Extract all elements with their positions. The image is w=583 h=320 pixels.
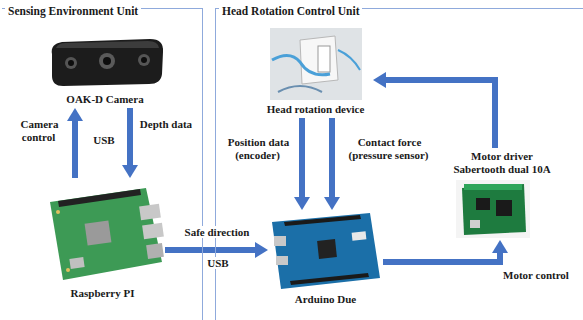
- arrow-head: [122, 165, 138, 178]
- camera-picture-part: [56, 41, 159, 48]
- data-arrow: [294, 118, 310, 210]
- data-arrow: [324, 118, 340, 210]
- arduino-due-picture-part: [317, 239, 337, 259]
- raspberry-pi-picture-part: [142, 223, 164, 240]
- node-label: Head rotation device: [267, 103, 365, 116]
- edge-label: Motor control: [502, 269, 570, 281]
- raspberry-pi-picture-part: [66, 268, 70, 272]
- arrow-head: [492, 240, 508, 253]
- data-arrow: [122, 108, 138, 178]
- arduino-due-picture: [272, 213, 380, 289]
- data-arrow-line: [165, 247, 256, 253]
- raspberry-pi-picture-part: [56, 210, 60, 214]
- arduino-due-picture-part: [290, 273, 369, 285]
- camera-picture-part: [141, 57, 147, 63]
- edge-label: Position data (encoder): [227, 136, 289, 161]
- arduino-due-picture-part: [284, 215, 361, 226]
- controller-node: Arduino Due: [268, 210, 383, 308]
- arrow-head: [294, 197, 310, 210]
- motor-driver-picture-part: [462, 184, 526, 235]
- interface-label: USB: [206, 257, 229, 269]
- panel-title: Head Rotation Control Unit: [219, 4, 362, 18]
- arduino-due-picture-part: [272, 213, 380, 289]
- interface-label-box: USB: [198, 257, 238, 270]
- raspberry-pi-picture: [50, 188, 164, 280]
- data-arrow-line: [127, 108, 133, 166]
- head-rotation-device-picture: [270, 28, 362, 100]
- data-arrow-line: [329, 118, 335, 198]
- interface-label-box: USB: [84, 134, 124, 147]
- head-rotation-device-picture-part: [338, 50, 360, 70]
- motor-driver-picture-part: [496, 200, 512, 216]
- data-arrow-line: [299, 118, 305, 198]
- node-label: OAK-D Camera: [66, 93, 143, 106]
- head-rotation-device-picture-part: [272, 55, 330, 74]
- arduino-due-picture-part: [274, 236, 286, 246]
- motor-driver-picture-part: [464, 184, 522, 190]
- motor-driver-picture-part: [476, 198, 490, 210]
- arduino-due-picture-part: [352, 231, 367, 240]
- raspberry-pi-picture-part: [85, 220, 112, 245]
- unit-panel: Sensing Environment UnitOAK-D CameraRasp…: [2, 8, 203, 320]
- control-arrow-line: [72, 120, 78, 178]
- device-node: Head rotation device: [258, 26, 373, 118]
- edge-label-box: Camera control: [8, 118, 70, 144]
- edge-label-box: Motor control: [496, 269, 576, 282]
- camera-picture-part: [138, 54, 150, 66]
- raspberry-pi-picture-part: [139, 204, 161, 221]
- head-rotation-device-picture-part: [300, 36, 338, 84]
- control-arrow: [383, 240, 508, 262]
- motor-driver-picture-part: [456, 180, 530, 238]
- arrow-head: [255, 242, 268, 258]
- edge-label-box: Contact force (pressure sensor): [340, 136, 438, 162]
- arrow-head: [324, 197, 340, 210]
- edge-label-box: Safe direction: [168, 226, 266, 239]
- data-arrow: [165, 242, 268, 258]
- edge-label: Contact force (pressure sensor): [349, 136, 430, 161]
- edge-label: Safe direction: [184, 226, 251, 238]
- arrow-head: [67, 108, 83, 121]
- raspberry-pi-picture-part: [58, 189, 141, 207]
- camera-picture-part: [65, 57, 77, 69]
- camera-picture-part: [52, 39, 163, 86]
- node-label: Motor driver Sabertooth dual 10A: [445, 150, 559, 176]
- computer-node: Raspberry PI: [40, 178, 165, 302]
- raspberry-pi-picture-part: [146, 243, 164, 259]
- panel-title: Sensing Environment Unit: [5, 4, 141, 18]
- control-arrow-line: [383, 252, 500, 262]
- camera-picture: [52, 39, 163, 86]
- arrow-head: [373, 72, 386, 88]
- edge-label-box: Position data (encoder): [219, 136, 297, 162]
- interface-label: USB: [92, 134, 115, 146]
- edge-label: Depth data: [139, 118, 193, 130]
- edge-label: Camera control: [20, 118, 59, 143]
- control-arrow: [67, 108, 83, 178]
- raspberry-pi-picture-part: [69, 257, 84, 269]
- camera-picture-part: [99, 53, 115, 69]
- edge-label-box: Depth data: [138, 118, 194, 131]
- head-rotation-device-picture-part: [278, 86, 322, 92]
- node-label: Arduino Due: [295, 293, 356, 306]
- motor-driver-picture: [456, 180, 530, 238]
- camera-picture-part: [103, 57, 111, 65]
- head-rotation-device-picture-part: [270, 28, 362, 100]
- arduino-due-picture-part: [276, 256, 288, 265]
- node-label: Raspberry PI: [71, 287, 135, 300]
- camera-picture-part: [68, 60, 74, 66]
- motor-driver-picture-part: [470, 220, 480, 228]
- head-rotation-device-picture-part: [318, 46, 330, 72]
- motor-driver-node: Motor driver Sabertooth dual 10A: [440, 148, 564, 240]
- camera-node: OAK-D Camera: [40, 30, 170, 108]
